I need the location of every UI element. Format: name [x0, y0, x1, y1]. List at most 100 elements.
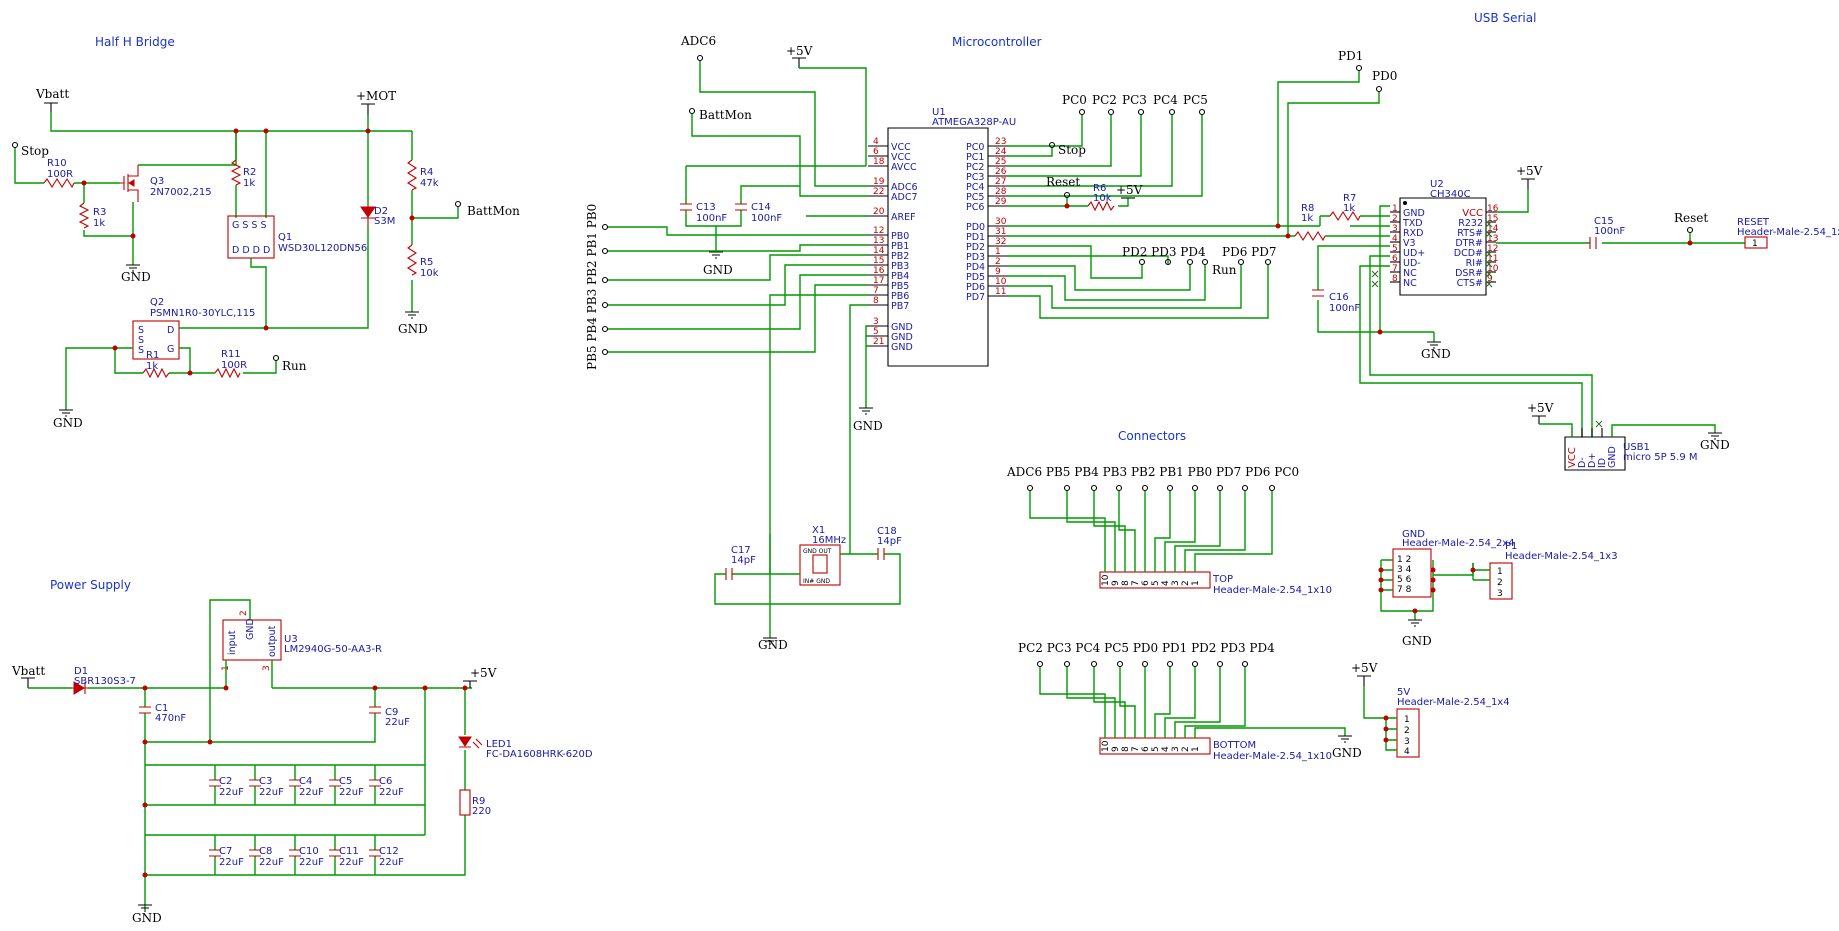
- top-wire: [1066, 491, 1116, 572]
- wire-c1-c9: [144, 688, 376, 910]
- junction-u2-gnd: [1377, 329, 1383, 335]
- u1-pin-number: 32: [995, 237, 1006, 247]
- top-port: [1115, 484, 1123, 492]
- u1-pin-name: PD5: [966, 272, 985, 283]
- bottom-port: [1063, 660, 1071, 668]
- r4-resistor: [406, 159, 418, 191]
- stop-port: [11, 141, 19, 149]
- u1-pin-number: 12: [873, 226, 884, 236]
- top-wire: [1093, 491, 1126, 572]
- gnd-label-c13: GND: [703, 263, 733, 277]
- u1-pin-number: 19: [873, 177, 885, 187]
- u1-pin-name: PD6: [966, 282, 985, 293]
- u2-pin-number: 6: [1392, 254, 1398, 264]
- r5-resistor: [406, 244, 418, 276]
- x1-top-label: GND OUT: [803, 548, 832, 555]
- gnd-symbol-q2: [59, 409, 73, 417]
- u2-ref: U2: [1430, 179, 1444, 190]
- u2-pin-name: UD+: [1403, 248, 1425, 259]
- reset-header: [1744, 236, 1768, 249]
- top-wire: [1174, 491, 1221, 572]
- top-header-pin-number: 3: [1171, 580, 1181, 586]
- gnd-symbol-u1: [859, 407, 873, 415]
- p1-ref: P1: [1505, 541, 1517, 552]
- power-flag-5v-u1: [792, 57, 806, 68]
- u1-pin-number: 21: [873, 337, 884, 347]
- u1-pin-number: 9: [995, 267, 1001, 277]
- r6-value: 10k: [1093, 193, 1112, 204]
- top-wire: [1118, 491, 1136, 572]
- c13-value: 100nF: [696, 213, 727, 224]
- bottom-header-wires: [1036, 660, 1249, 738]
- u1-pin-name: PD2: [966, 242, 985, 253]
- section-title-microcontroller: Microcontroller: [952, 35, 1042, 49]
- u1-pin-name: PB7: [891, 301, 909, 312]
- top-header-pin-number: 8: [1121, 580, 1131, 586]
- stop-port-u1: [1048, 141, 1056, 149]
- top-header-value: Header-Male-2.54_1x10: [1213, 585, 1332, 596]
- u3-value: LM2940G-50-AA3-R: [284, 644, 382, 655]
- net-label-mot: +MOT: [356, 89, 396, 103]
- wire-u1-gnd: [865, 325, 868, 408]
- c1-value: 470nF: [155, 713, 186, 724]
- wire-led: [425, 688, 466, 876]
- gnd-label-q2: GND: [53, 416, 83, 430]
- net-label-pc0: PC0: [1062, 93, 1087, 107]
- wire-5v-u1: [799, 67, 867, 166]
- c16-plates: [1312, 289, 1324, 297]
- r2-value: 1k: [243, 178, 255, 189]
- section-title-usb-serial: USB Serial: [1474, 11, 1536, 25]
- wire-usb-power: [1539, 423, 1716, 437]
- cap-bank-capacitor: [249, 849, 261, 857]
- u1-pin-number: 4: [873, 137, 879, 147]
- u2-pin-number: 7: [1392, 264, 1398, 274]
- reset-header-value: Header-Male-2.54_1x1: [1737, 227, 1839, 238]
- u1-pin-number: 18: [873, 157, 885, 167]
- cap-bank-ref: C7: [219, 846, 232, 857]
- hdr5v-value: Header-Male-2.54_1x4: [1397, 697, 1510, 708]
- u2-pin-name: RI#: [1466, 258, 1483, 269]
- q2-d: D: [167, 325, 174, 336]
- r7-ref: R7: [1343, 193, 1356, 204]
- q3-arrow: [128, 179, 135, 187]
- hdr5v-pin4: 4: [1404, 747, 1410, 757]
- gnd-hdr-pins-d: 7 8: [1397, 585, 1412, 595]
- gnd-header-ref: GND: [1402, 529, 1425, 540]
- u1-pin-name: PC3: [966, 172, 984, 183]
- r7-value: 1k: [1343, 203, 1355, 214]
- u1-pin-name: AVCC: [891, 162, 917, 173]
- u2-pin-number: 11: [1487, 254, 1498, 264]
- r4-ref: R4: [420, 167, 433, 178]
- q3-ref: Q3: [150, 176, 164, 187]
- gnd-header-body: [1392, 548, 1432, 598]
- gnd-symbol-hdr: [1408, 619, 1422, 627]
- power-supply-block: Vbatt D1 SBR130S3-7 input GND output U3 …: [11, 599, 593, 925]
- u1-body: [887, 127, 989, 367]
- bottom-wire: [1093, 667, 1126, 738]
- u1-pin-number: 15: [873, 256, 884, 266]
- u2-pin-name: NC: [1403, 268, 1417, 279]
- cap-bank-capacitor: [289, 779, 301, 787]
- u1-pin-name: PC6: [966, 202, 984, 213]
- bottom-header-pin-number: 4: [1161, 746, 1171, 752]
- gnd-hdr-pins-b: 3 4: [1397, 565, 1412, 575]
- net-label-5v-u1: +5V: [786, 44, 813, 58]
- net-label-pc4: PC4: [1153, 93, 1178, 107]
- cap-bank-ref: C8: [259, 846, 272, 857]
- wire-q1-drain: [250, 258, 267, 328]
- gnd-symbol-ps: [138, 904, 152, 912]
- net-label-adc6: ADC6: [680, 34, 716, 48]
- u2-pin-name: DTR#: [1455, 238, 1483, 249]
- net-label-pc5: PC5: [1183, 93, 1208, 107]
- u1-pin-name: PD1: [966, 232, 985, 243]
- c1-c9-plates: [139, 706, 381, 714]
- no-connect-marks: [1371, 220, 1603, 428]
- top-wire: [1194, 491, 1273, 572]
- bottom-port: [1216, 660, 1224, 668]
- q2-body: [132, 320, 180, 360]
- c14-ref: C14: [751, 202, 771, 213]
- net-label-reset-u2: Reset: [1674, 211, 1708, 225]
- junction-pd0: [1275, 223, 1281, 229]
- r6-ref: R6: [1093, 183, 1106, 194]
